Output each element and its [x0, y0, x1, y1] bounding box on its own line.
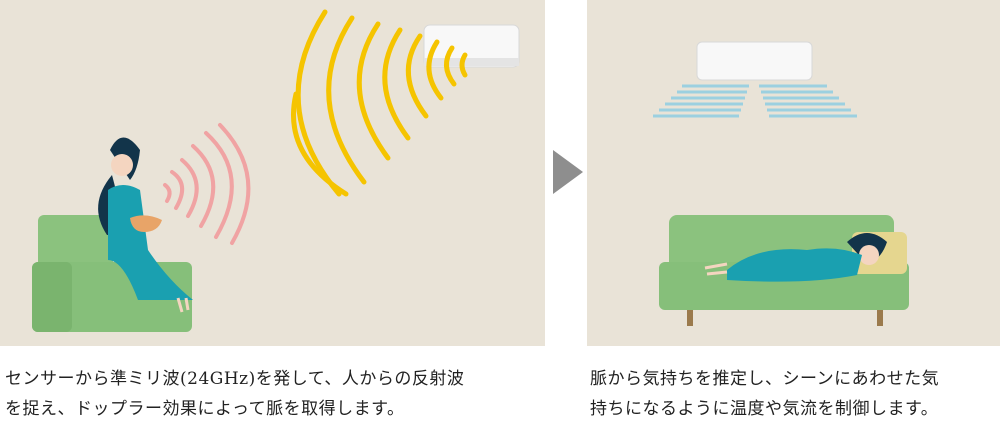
sensing-illustration: [0, 0, 545, 346]
reflected-waves: [163, 123, 251, 245]
person-sitting: [98, 137, 193, 313]
sensing-scene: [32, 9, 520, 332]
air-conditioner: [696, 41, 813, 81]
radar-waves: [291, 9, 468, 197]
airflow: [653, 84, 857, 118]
caption-line: を捉え、ドップラー効果によって脈を取得します。: [5, 399, 405, 419]
caption-line: 脈から気持ちを推定し、シーンにあわせた気: [590, 369, 940, 389]
caption-line: 持ちになるように温度や気流を制御します。: [590, 399, 939, 419]
person-lying: [704, 232, 907, 282]
caption-line: センサーから準ミリ波(24GHz)を発して、人からの反射波: [5, 369, 465, 389]
control-illustration: [587, 0, 1000, 346]
control-scene: [653, 41, 909, 326]
sensing-caption: センサーから準ミリ波(24GHz)を発して、人からの反射波 を捉え、ドップラー効…: [5, 364, 550, 424]
air-conditioner: [423, 24, 520, 68]
control-caption: 脈から気持ちを推定し、シーンにあわせた気 持ちになるように温度や気流を制御します…: [590, 364, 1000, 424]
next-step-arrow-icon: [553, 150, 583, 194]
